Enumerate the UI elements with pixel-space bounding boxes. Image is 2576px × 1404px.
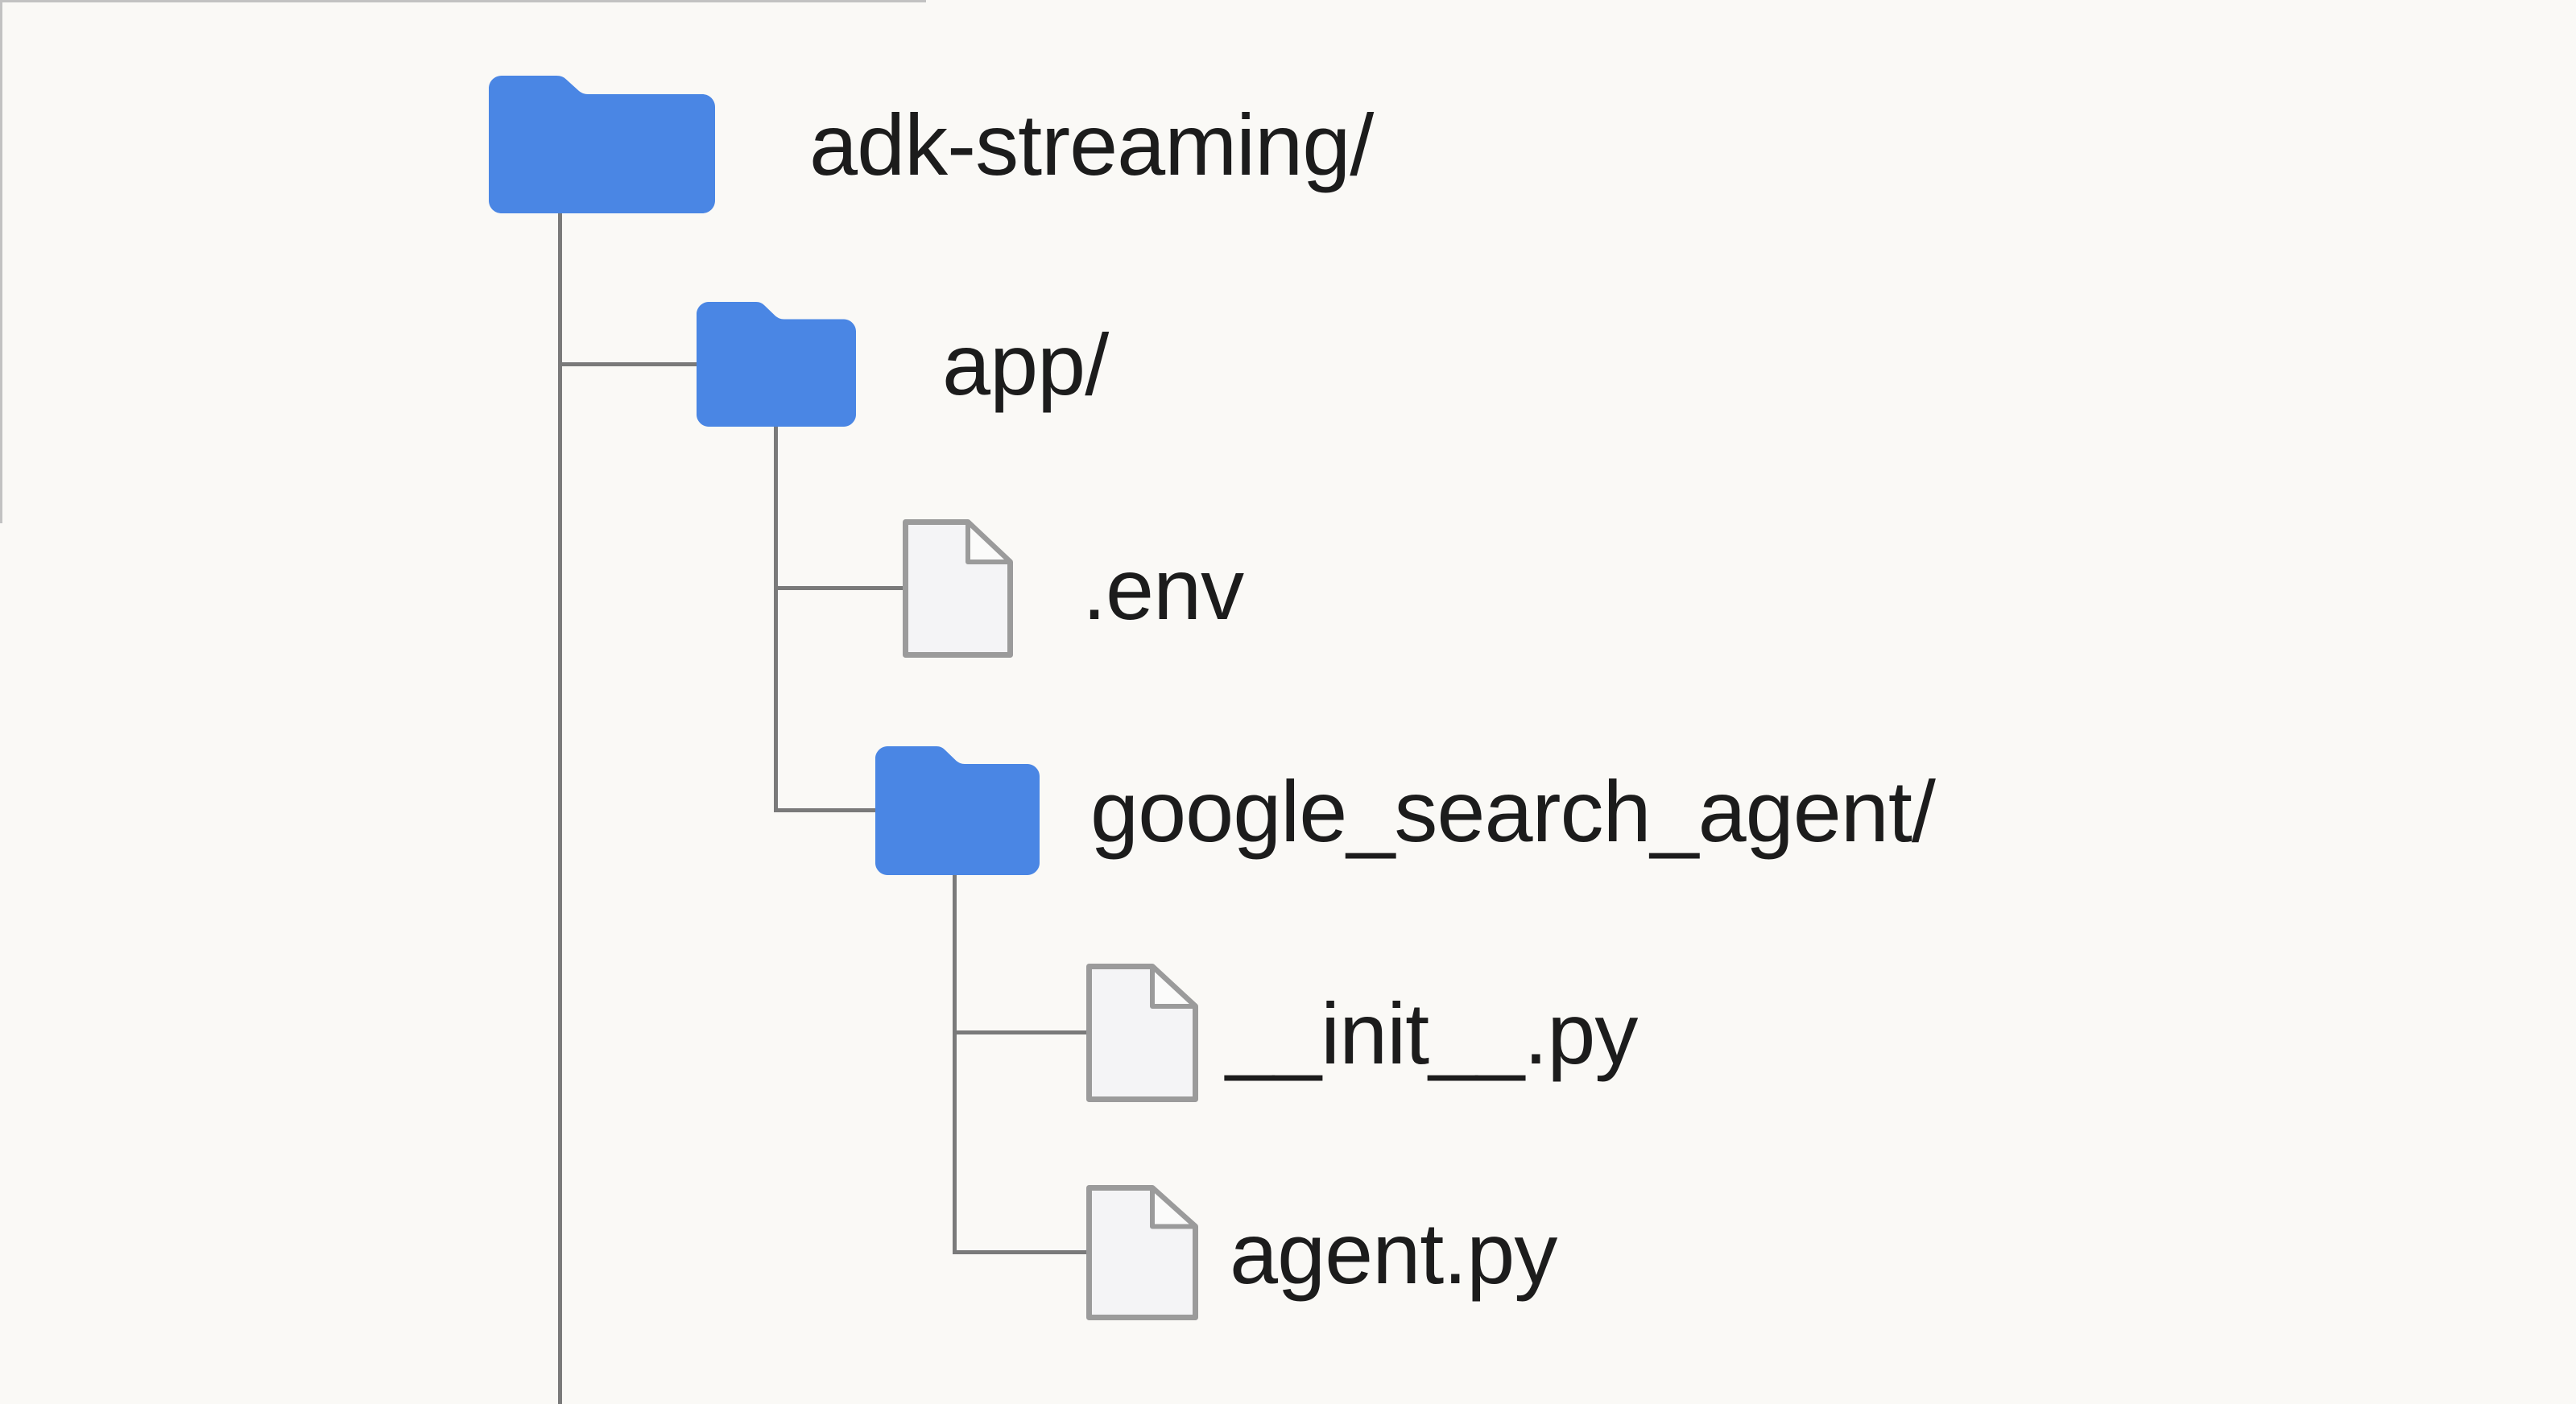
folder-icon xyxy=(875,746,1040,875)
tree-node-label-adk-streaming: adk-streaming/ xyxy=(809,96,1374,193)
tree-node-label-google-search-agent: google_search_agent/ xyxy=(1090,762,1936,860)
tree-node-label-agent-py: agent.py xyxy=(1230,1204,1557,1302)
tree-connector-branch-app xyxy=(560,362,697,366)
file-icon xyxy=(903,519,1013,658)
file-icon xyxy=(1086,1185,1198,1320)
tree-node-label-env: .env xyxy=(1082,539,1244,638)
tree-connector-branch-init xyxy=(954,1030,1086,1034)
tree-connector-google-search-agent-trunk xyxy=(953,875,957,1254)
folder-icon xyxy=(697,302,856,427)
tree-connector-branch-agent xyxy=(953,1250,1086,1254)
tree-connector-app-trunk xyxy=(774,427,778,812)
frame-top-edge xyxy=(0,0,926,2)
tree-connector-root-trunk xyxy=(558,213,562,1404)
file-icon xyxy=(1086,964,1198,1102)
tree-connector-branch-google-search-agent xyxy=(774,808,875,812)
tree-node-label-init-py: __init__.py xyxy=(1226,984,1638,1082)
folder-icon xyxy=(489,76,715,213)
tree-connector-branch-env xyxy=(775,586,903,590)
frame-left-edge xyxy=(0,0,2,523)
tree-node-label-app: app/ xyxy=(942,316,1109,413)
